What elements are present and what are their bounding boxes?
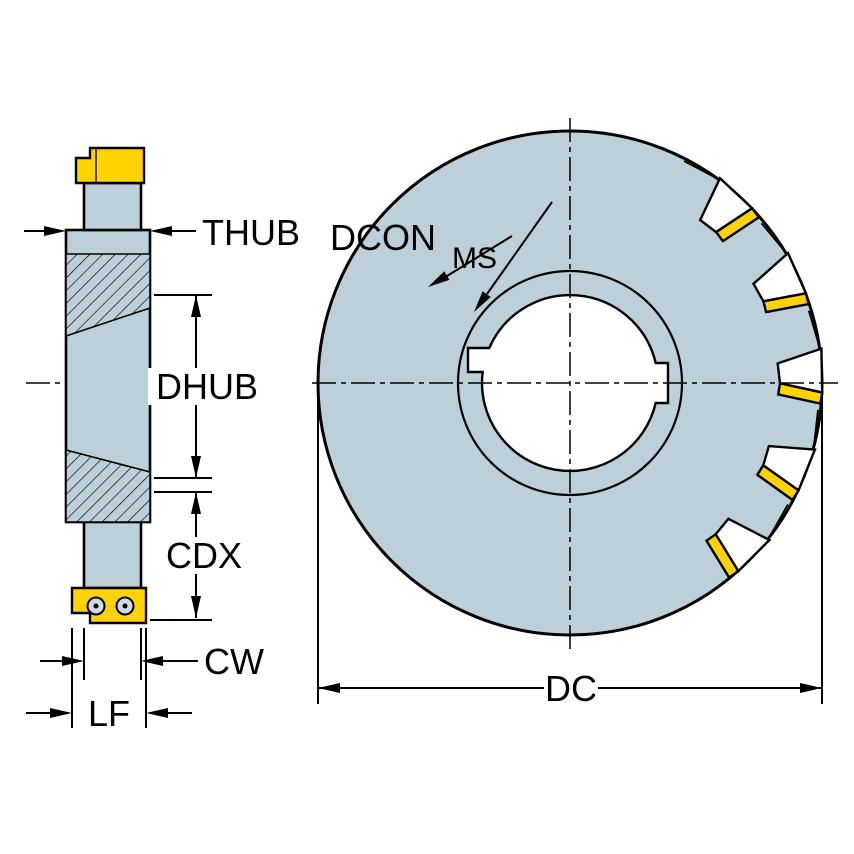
label-cdx: CDX (166, 535, 242, 576)
cdx-arrowhead-bottom (191, 596, 201, 618)
hub-section-hatch-lower (65, 448, 151, 523)
dcon-arrowhead (474, 291, 491, 312)
flute-line (683, 160, 718, 180)
hub-section-hatch-upper (65, 253, 151, 338)
flute-line (760, 222, 787, 253)
cdx-label-background (154, 537, 254, 574)
bottom-insert (70, 586, 148, 625)
upper-plate (82, 181, 143, 232)
thub-arrowhead-right (150, 226, 172, 236)
tooth-insert (761, 291, 811, 314)
cdx-arrowhead-top (191, 492, 201, 514)
dhub-arrowhead-top (191, 295, 201, 317)
dc-arrowhead-left (318, 683, 340, 693)
label-dc: DC (545, 668, 597, 709)
label-dcon: DCON (330, 217, 436, 258)
insert-screw-center (93, 603, 99, 609)
thub-arrowhead-left (44, 226, 66, 236)
lf-arrowhead-left (50, 708, 72, 718)
tooth-insert (755, 463, 801, 502)
label-thub: THUB (202, 212, 300, 253)
dcon-leader-line (486, 201, 553, 295)
ms-arrowhead (428, 271, 450, 287)
flute-line (812, 409, 819, 448)
front-view: DCON MS DC (312, 118, 838, 709)
dc-arrowhead-right (800, 683, 822, 693)
label-dhub: DHUB (156, 366, 258, 407)
ms-leader-line (446, 235, 513, 277)
cw-arrowhead-right (141, 656, 163, 666)
label-lf: LF (88, 693, 130, 734)
side-view: THUB DHUB CDX CW LF (24, 146, 300, 734)
tooth-insert (704, 532, 740, 580)
tooth-insert (776, 381, 824, 406)
dhub-arrowhead-bottom (191, 456, 201, 478)
label-ms: MS (452, 242, 497, 275)
flute-line (768, 504, 789, 538)
top-insert (74, 146, 146, 185)
insert-screw-center (122, 603, 128, 609)
label-cw: CW (204, 641, 264, 682)
lf-arrowhead-right (146, 708, 168, 718)
dhub-label-background (148, 368, 266, 405)
tooth-insert (714, 206, 761, 243)
lower-plate (82, 520, 143, 590)
flute-line (807, 310, 821, 347)
